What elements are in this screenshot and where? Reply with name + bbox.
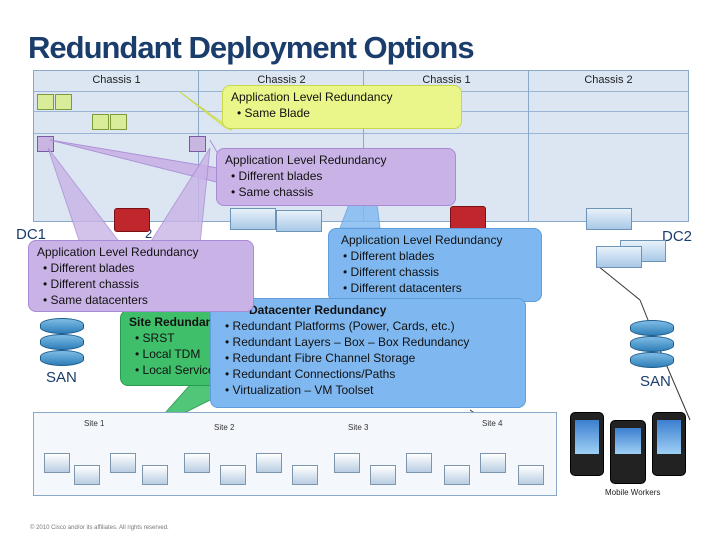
callout-item: SRST xyxy=(135,330,251,346)
callout-item: Different blades xyxy=(343,248,533,264)
callout-item: Same Blade xyxy=(237,105,453,121)
blade-row xyxy=(529,111,688,130)
callout-item: Local Services xyxy=(135,362,251,378)
chassis-label: Chassis 1 xyxy=(92,74,141,86)
dc2-label: DC2 xyxy=(662,228,693,245)
sites-panel: Site 1 Site 2 Site 3 Site 4 xyxy=(33,412,557,496)
blade xyxy=(55,94,72,110)
callout-list: Different blades Different chassis Diffe… xyxy=(337,248,533,296)
dc1-label: DC1 xyxy=(16,226,47,243)
callout-head: Application Level Redundancy xyxy=(37,245,199,259)
callout-item: Different blades xyxy=(231,168,447,184)
workstation-icon xyxy=(110,453,136,473)
callout-same-datacenter: Application Level Redundancy Different b… xyxy=(28,240,254,312)
chassis-label: Chassis 2 xyxy=(257,74,306,86)
callout-item: Same datacenters xyxy=(43,292,245,308)
blade xyxy=(37,94,54,110)
callout-item: Different datacenters xyxy=(343,280,533,296)
callout-diff-datacenters: Application Level Redundancy Different b… xyxy=(328,228,542,302)
server-icon xyxy=(230,208,276,230)
blade-row xyxy=(34,133,199,152)
callout-diff-blades-same-chassis: Application Level Redundancy Different b… xyxy=(216,148,456,206)
san-storage-icon xyxy=(40,318,84,334)
server-icon xyxy=(586,208,632,230)
workstation-icon xyxy=(334,453,360,473)
san-left-label: SAN xyxy=(46,369,77,386)
san-storage-icon xyxy=(40,334,84,350)
callout-item: Same chassis xyxy=(231,184,447,200)
callout-datacenter-redundancy: Datacenter Redundancy Redundant Platform… xyxy=(210,298,526,408)
phone-icon xyxy=(652,412,686,476)
callout-head: Application Level Redundancy xyxy=(225,153,387,167)
pointer-same-dc xyxy=(47,147,122,244)
callout-list: Different blades Same chassis xyxy=(225,168,447,200)
callout-item: Redundant Connections/Paths xyxy=(225,366,517,382)
blade-row xyxy=(34,111,199,130)
page-title: Redundant Deployment Options xyxy=(28,30,475,65)
callout-same-blade: Application Level Redundancy Same Blade xyxy=(222,85,462,129)
pointer-same-blade xyxy=(179,91,233,131)
callout-list: SRST Local TDM Local Services xyxy=(129,330,251,378)
san-storage-icon xyxy=(630,336,674,352)
workstation-icon xyxy=(220,465,246,485)
workstation-icon xyxy=(184,453,210,473)
workstation-icon xyxy=(444,465,470,485)
chassis-label: Chassis 1 xyxy=(422,74,471,86)
phone-icon xyxy=(570,412,604,476)
workstation-icon xyxy=(74,465,100,485)
blade-row xyxy=(189,133,364,152)
blade-row xyxy=(529,91,688,110)
mobile-workers-label: Mobile Workers xyxy=(605,488,661,497)
workstation-icon xyxy=(256,453,282,473)
blade-row xyxy=(364,133,529,152)
blade xyxy=(37,136,54,152)
callout-item: Different chassis xyxy=(343,264,533,280)
callout-item: Different chassis xyxy=(43,276,245,292)
san-storage-icon xyxy=(40,350,84,366)
blade-row xyxy=(34,91,199,110)
callout-item: Local TDM xyxy=(135,346,251,362)
callout-item: Virtualization – VM Toolset xyxy=(225,382,517,398)
callout-list: Same Blade xyxy=(231,105,453,121)
phone-icon xyxy=(610,420,646,484)
site-label: Site 1 xyxy=(84,419,105,428)
site-label: Site 2 xyxy=(214,423,235,432)
workstation-icon xyxy=(142,465,168,485)
workstation-icon xyxy=(406,453,432,473)
mobile-devices xyxy=(566,412,688,494)
san-storage-icon xyxy=(630,320,674,336)
blade xyxy=(110,114,127,130)
router-icon xyxy=(450,206,486,230)
dc1-suffix: 2 xyxy=(145,226,153,241)
san-right-label: SAN xyxy=(640,373,671,390)
footer-copyright: © 2010 Cisco and/or its affiliates. All … xyxy=(30,525,169,531)
callout-item: Redundant Fibre Channel Storage xyxy=(225,350,517,366)
link-line xyxy=(597,265,641,301)
callout-head: Application Level Redundancy xyxy=(231,90,393,104)
router-icon xyxy=(114,208,150,232)
blade xyxy=(189,136,206,152)
server-icon xyxy=(596,246,642,268)
chassis-label: Chassis 2 xyxy=(584,74,633,86)
workstation-icon xyxy=(292,465,318,485)
workstation-icon xyxy=(518,465,544,485)
san-storage-icon xyxy=(630,352,674,368)
callout-list: Different blades Different chassis Same … xyxy=(37,260,245,308)
workstation-icon xyxy=(370,465,396,485)
callout-head: Application Level Redundancy xyxy=(341,233,503,247)
blade-row xyxy=(529,133,688,152)
callout-list: Redundant Platforms (Power, Cards, etc.)… xyxy=(219,318,517,398)
callout-item: Redundant Layers – Box – Box Redundancy xyxy=(225,334,517,350)
workstation-icon xyxy=(480,453,506,473)
site-label: Site 4 xyxy=(482,419,503,428)
callout-item: Redundant Platforms (Power, Cards, etc.) xyxy=(225,318,517,334)
callout-head: Datacenter Redundancy xyxy=(249,303,387,317)
callout-item: Different blades xyxy=(43,260,245,276)
callout-head: Site Redundancy xyxy=(129,315,227,329)
workstation-icon xyxy=(44,453,70,473)
blade xyxy=(92,114,109,130)
server-icon xyxy=(276,210,322,232)
chassis-1-left: Chassis 1 xyxy=(33,70,200,222)
site-label: Site 3 xyxy=(348,423,369,432)
